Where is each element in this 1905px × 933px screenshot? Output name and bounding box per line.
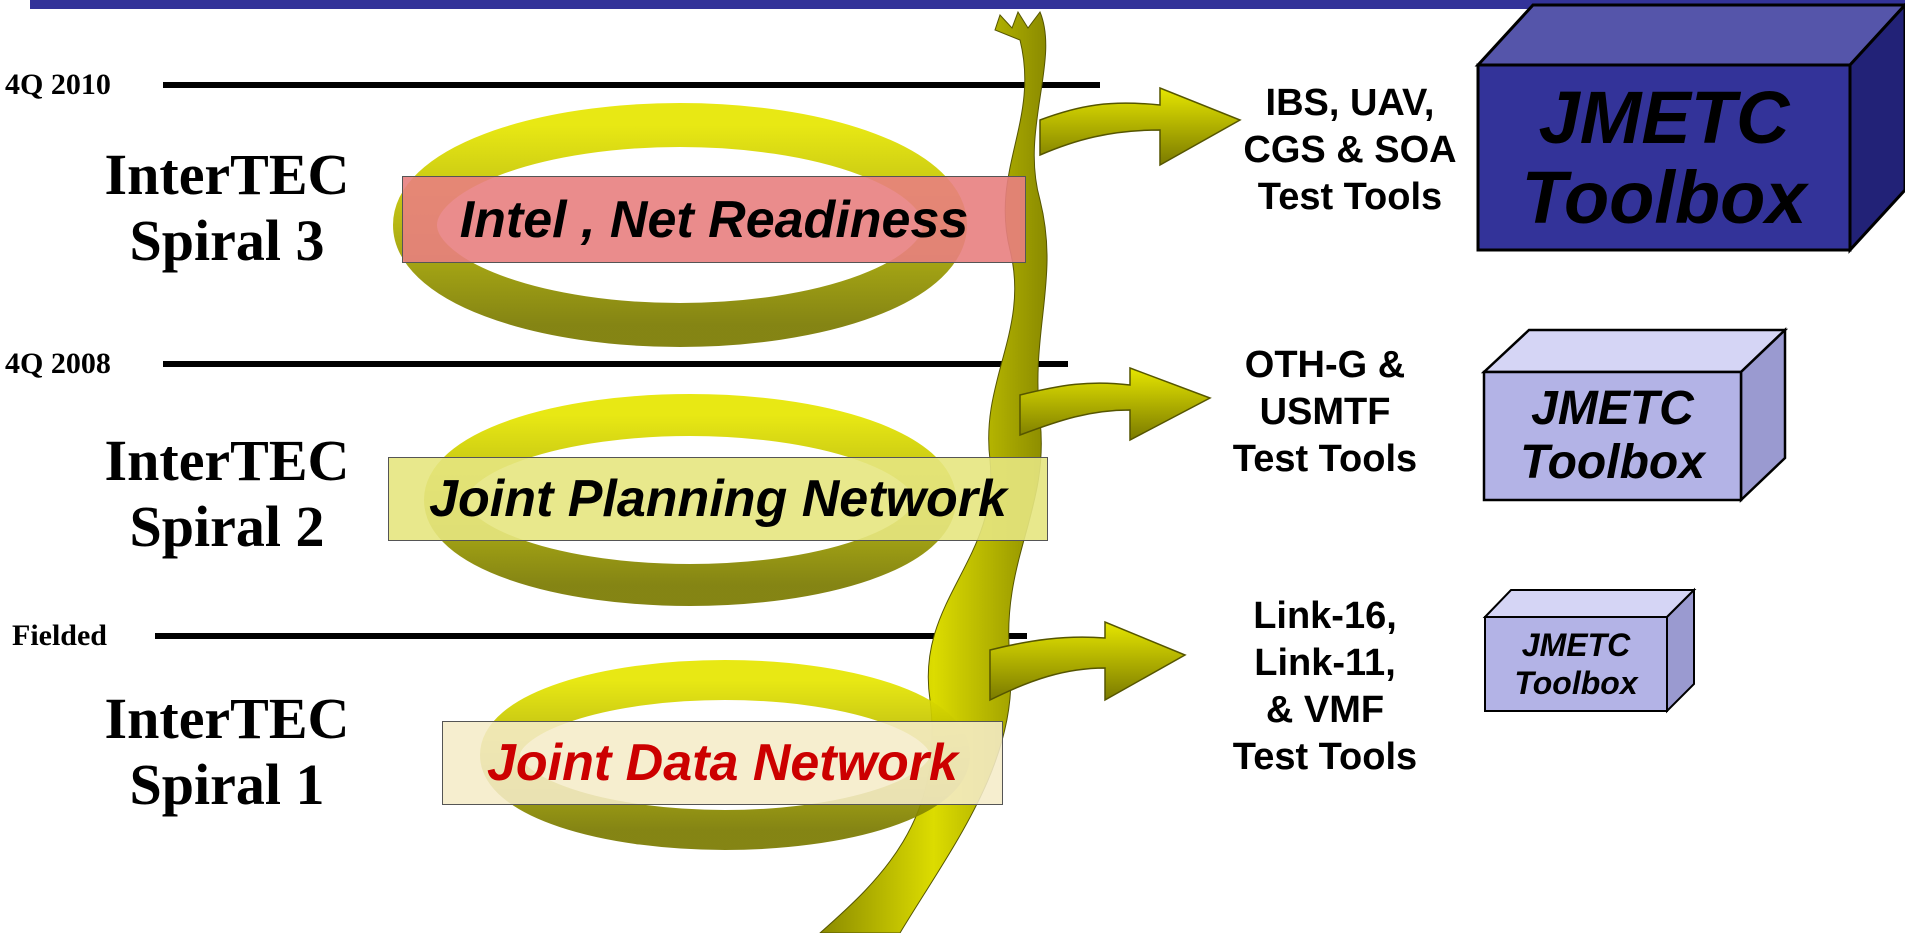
toolbox-box-large	[1474, 2, 1905, 254]
toolbox-label-small: JMETC Toolbox	[1514, 627, 1638, 701]
band-spiral-2: Joint Planning Network	[388, 457, 1048, 541]
spiral-2-title: InterTEC Spiral 2	[104, 428, 350, 559]
toolbox-label-large: JMETC Toolbox	[1521, 75, 1807, 239]
band-spiral-3: Intel , Net Readiness	[402, 176, 1026, 263]
band-spiral-1: Joint Data Network	[442, 721, 1003, 805]
spiral-3-title: InterTEC Spiral 3	[104, 142, 350, 273]
arrow-spiral-1	[989, 620, 1187, 702]
tools-spiral-3: IBS, UAV, CGS & SOA Test Tools	[1243, 82, 1457, 218]
toolbox-label-medium: JMETC Toolbox	[1520, 382, 1705, 489]
arrow-spiral-3	[1039, 86, 1242, 167]
milestone-label-2008: 4Q 2008	[5, 347, 111, 380]
tools-spiral-1: Link-16, Link-11, & VMF Test Tools	[1232, 595, 1418, 778]
toolbox-box-small	[1482, 587, 1697, 714]
spiral-trunk	[819, 10, 1048, 933]
tools-spiral-2: OTH-G & USMTF Test Tools	[1232, 344, 1418, 480]
milestone-label-fielded: Fielded	[12, 619, 107, 652]
milestone-label-2010: 4Q 2010	[5, 68, 111, 101]
spiral-1-title: InterTEC Spiral 1	[104, 686, 350, 817]
arrow-spiral-2	[1019, 366, 1212, 442]
title-bar	[30, 0, 1905, 9]
toolbox-box-medium	[1480, 327, 1789, 503]
